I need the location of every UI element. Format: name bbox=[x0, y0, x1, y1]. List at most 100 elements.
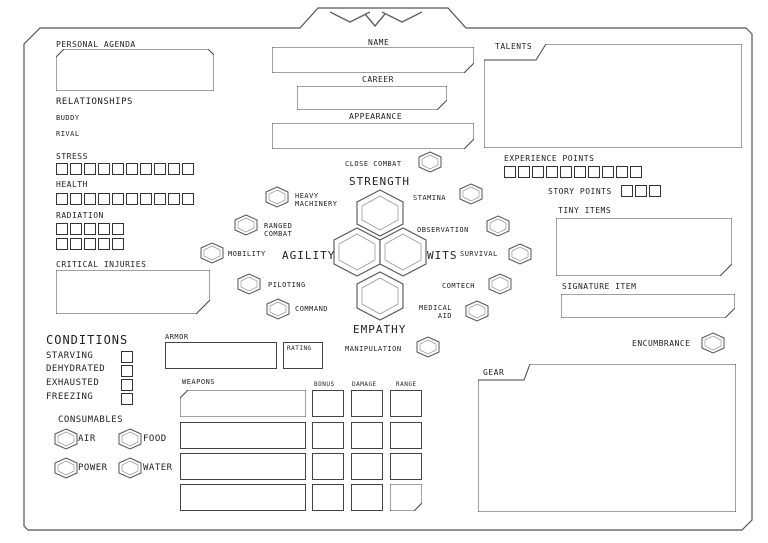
xp-checkbox[interactable] bbox=[532, 166, 544, 178]
empathy-label: EMPATHY bbox=[353, 323, 407, 336]
radiation-checkbox[interactable] bbox=[98, 238, 110, 250]
weapon-bonus-field[interactable] bbox=[312, 422, 344, 449]
weapon-name-field[interactable] bbox=[180, 453, 306, 480]
health-checkbox[interactable] bbox=[70, 193, 82, 205]
piloting-hex-field[interactable] bbox=[237, 273, 261, 295]
radiation-checkbox[interactable] bbox=[84, 238, 96, 250]
stamina-hex-field[interactable] bbox=[459, 183, 483, 205]
stress-checkbox[interactable] bbox=[126, 163, 138, 175]
career-field[interactable] bbox=[297, 86, 447, 110]
exhausted-checkbox[interactable] bbox=[121, 379, 133, 391]
starving-label: STARVING bbox=[46, 351, 94, 361]
encumbrance-hex-field[interactable] bbox=[701, 332, 725, 354]
health-checkbox[interactable] bbox=[154, 193, 166, 205]
radiation-checkbox[interactable] bbox=[56, 238, 68, 250]
weapon-bonus-field[interactable] bbox=[312, 453, 344, 480]
weapon-range-field[interactable] bbox=[390, 484, 422, 511]
weapon-name-field[interactable] bbox=[180, 390, 306, 417]
weapon-range-field[interactable] bbox=[390, 422, 422, 449]
xp-checkbox[interactable] bbox=[616, 166, 628, 178]
critical-injuries-field[interactable] bbox=[56, 270, 210, 314]
stress-checkbox[interactable] bbox=[98, 163, 110, 175]
stress-checkbox[interactable] bbox=[154, 163, 166, 175]
observation-hex-field[interactable] bbox=[486, 215, 510, 237]
health-checkbox[interactable] bbox=[168, 193, 180, 205]
xp-checkbox[interactable] bbox=[504, 166, 516, 178]
food-hex-field[interactable] bbox=[118, 428, 142, 450]
weapon-name-field[interactable] bbox=[180, 422, 306, 449]
appearance-field[interactable] bbox=[272, 123, 474, 149]
health-checkbox[interactable] bbox=[126, 193, 138, 205]
weapon-range-field[interactable] bbox=[390, 453, 422, 480]
mobility-hex-field[interactable] bbox=[200, 242, 224, 264]
close-combat-hex-field[interactable] bbox=[418, 151, 442, 173]
health-checkbox[interactable] bbox=[140, 193, 152, 205]
radiation-checkbox[interactable] bbox=[98, 223, 110, 235]
health-checkbox[interactable] bbox=[98, 193, 110, 205]
comtech-hex-field[interactable] bbox=[488, 273, 512, 295]
radiation-checkbox[interactable] bbox=[112, 238, 124, 250]
starving-checkbox[interactable] bbox=[121, 351, 133, 363]
name-field[interactable] bbox=[272, 47, 474, 73]
range-label: RANGE bbox=[396, 381, 417, 388]
xp-checkbox[interactable] bbox=[560, 166, 572, 178]
weapon-damage-field[interactable] bbox=[351, 422, 383, 449]
radiation-checkbox[interactable] bbox=[70, 223, 82, 235]
weapon-bonus-field[interactable] bbox=[312, 484, 344, 511]
stress-checkbox[interactable] bbox=[168, 163, 180, 175]
close-combat-label: CLOSE COMBAT bbox=[345, 160, 402, 168]
survival-hex-field[interactable] bbox=[508, 243, 532, 265]
weapon-damage-field[interactable] bbox=[351, 453, 383, 480]
story-point-checkbox[interactable] bbox=[649, 185, 661, 197]
gear-field[interactable] bbox=[478, 364, 736, 512]
attribute-diagram bbox=[333, 189, 427, 321]
weapon-damage-field[interactable] bbox=[351, 484, 383, 511]
weapon-damage-field[interactable] bbox=[351, 390, 383, 417]
radiation-checkbox[interactable] bbox=[112, 223, 124, 235]
armor-rating-field[interactable]: RATING bbox=[283, 342, 323, 369]
signature-item-field[interactable] bbox=[561, 294, 735, 318]
conditions-label: CONDITIONS bbox=[46, 333, 129, 347]
tiny-items-field[interactable] bbox=[556, 218, 732, 276]
air-hex-field[interactable] bbox=[54, 428, 78, 450]
water-hex-field[interactable] bbox=[118, 457, 142, 479]
xp-checkbox[interactable] bbox=[588, 166, 600, 178]
weapon-range-field[interactable] bbox=[390, 390, 422, 417]
weapon-bonus-field[interactable] bbox=[312, 390, 344, 417]
heavy-machinery-hex-field[interactable] bbox=[265, 186, 289, 208]
health-checkbox[interactable] bbox=[112, 193, 124, 205]
stress-checkbox[interactable] bbox=[182, 163, 194, 175]
health-checkbox[interactable] bbox=[56, 193, 68, 205]
ranged-combat-hex-field[interactable] bbox=[234, 214, 258, 236]
stress-track bbox=[56, 163, 194, 175]
radiation-checkbox[interactable] bbox=[70, 238, 82, 250]
radiation-checkbox[interactable] bbox=[84, 223, 96, 235]
stress-checkbox[interactable] bbox=[84, 163, 96, 175]
command-hex-field[interactable] bbox=[266, 298, 290, 320]
xp-checkbox[interactable] bbox=[518, 166, 530, 178]
story-point-checkbox[interactable] bbox=[621, 185, 633, 197]
weapon-name-field[interactable] bbox=[180, 484, 306, 511]
health-checkbox[interactable] bbox=[182, 193, 194, 205]
xp-checkbox[interactable] bbox=[546, 166, 558, 178]
personal-agenda-field[interactable] bbox=[56, 49, 214, 91]
armor-field[interactable] bbox=[165, 342, 277, 369]
story-point-checkbox[interactable] bbox=[635, 185, 647, 197]
manipulation-hex-field[interactable] bbox=[416, 336, 440, 358]
xp-checkbox[interactable] bbox=[574, 166, 586, 178]
xp-checkbox[interactable] bbox=[630, 166, 642, 178]
stress-checkbox[interactable] bbox=[56, 163, 68, 175]
exhausted-label: EXHAUSTED bbox=[46, 378, 100, 388]
talents-field[interactable] bbox=[484, 44, 742, 148]
radiation-checkbox[interactable] bbox=[56, 223, 68, 235]
freezing-checkbox[interactable] bbox=[121, 393, 133, 405]
xp-checkbox[interactable] bbox=[602, 166, 614, 178]
health-checkbox[interactable] bbox=[84, 193, 96, 205]
stress-checkbox[interactable] bbox=[112, 163, 124, 175]
medical-aid-hex-field[interactable] bbox=[465, 300, 489, 322]
stress-checkbox[interactable] bbox=[70, 163, 82, 175]
power-hex-field[interactable] bbox=[54, 457, 78, 479]
food-label: FOOD bbox=[143, 434, 167, 444]
stress-checkbox[interactable] bbox=[140, 163, 152, 175]
dehydrated-checkbox[interactable] bbox=[121, 365, 133, 377]
